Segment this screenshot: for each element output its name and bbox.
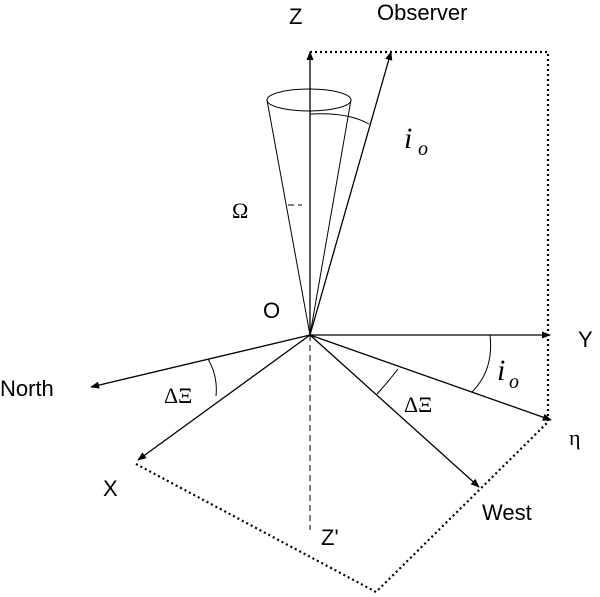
- observer-axis: [309, 51, 393, 336]
- north-axis: [90, 334, 311, 389]
- io-top-label: i: [404, 122, 412, 155]
- delta-xi-right-label: ΔΞ: [404, 392, 432, 417]
- cone-rim: [266, 88, 352, 112]
- observer-label: Observer: [377, 0, 467, 25]
- west-label: West: [482, 500, 532, 525]
- dotted-projection-bottom: [135, 421, 549, 594]
- delta-xi-right-arc: [376, 368, 399, 395]
- y-axis-label: Y: [578, 327, 593, 352]
- x-axis: [137, 334, 311, 461]
- io-right-subscript: o: [509, 371, 519, 393]
- cone-left-edge: [266, 99, 311, 336]
- x-axis-label: X: [103, 476, 118, 501]
- z-axis-label: Z: [289, 4, 302, 29]
- io-right-arc: [471, 334, 492, 393]
- io-top-arc: [309, 113, 370, 125]
- io-right-label: i: [497, 354, 505, 387]
- z-prime-label: Z': [321, 525, 339, 550]
- cone-right-edge: [309, 99, 352, 336]
- eta-axis: [309, 334, 552, 421]
- delta-xi-left-arc: [207, 358, 217, 397]
- west-axis: [309, 334, 480, 488]
- io-top-subscript: o: [418, 138, 428, 160]
- delta-xi-left-label: ΔΞ: [164, 383, 192, 408]
- north-label: North: [0, 376, 54, 401]
- origin-label: O: [263, 298, 280, 323]
- eta-label: η: [569, 425, 581, 450]
- omega-label: Ω: [232, 198, 248, 223]
